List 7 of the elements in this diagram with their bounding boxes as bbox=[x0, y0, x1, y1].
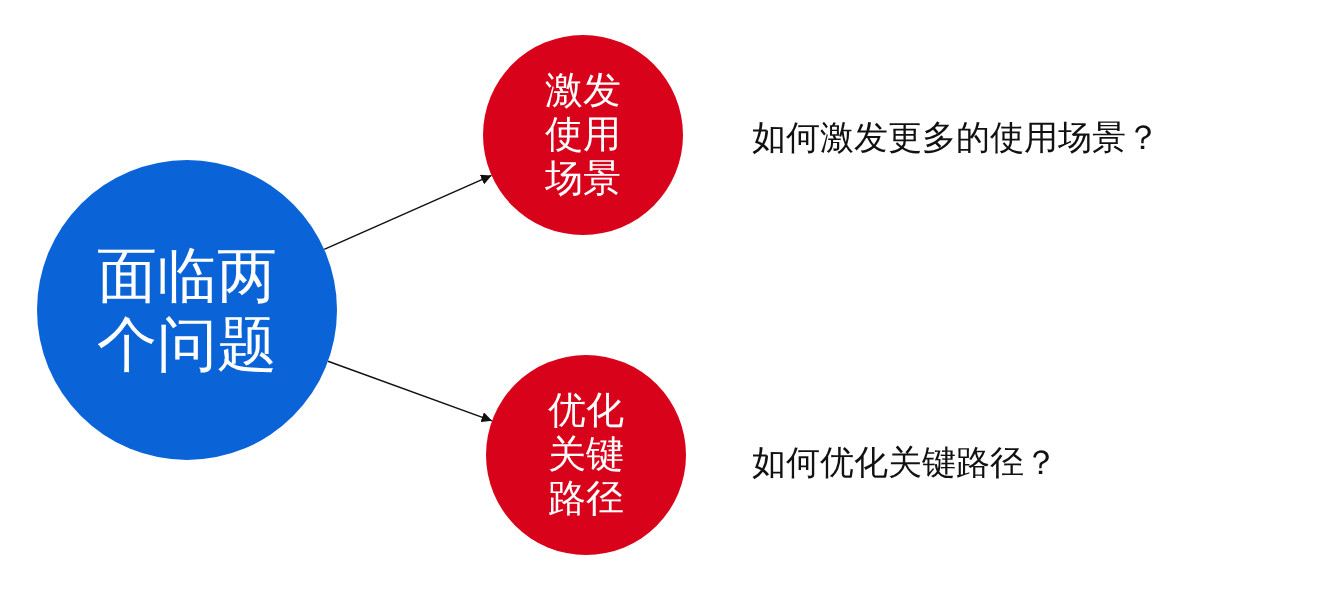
node-text: 优化关键路径 bbox=[547, 389, 625, 521]
node-text: 激发使用场景 bbox=[544, 69, 622, 201]
question-text: 如何优化关键路径？ bbox=[752, 441, 1058, 484]
arrow bbox=[327, 360, 493, 423]
question-text: 如何激发更多的使用场景？ bbox=[752, 116, 1160, 159]
arrow bbox=[323, 174, 493, 251]
node-text: 面临两个问题 bbox=[96, 241, 278, 379]
